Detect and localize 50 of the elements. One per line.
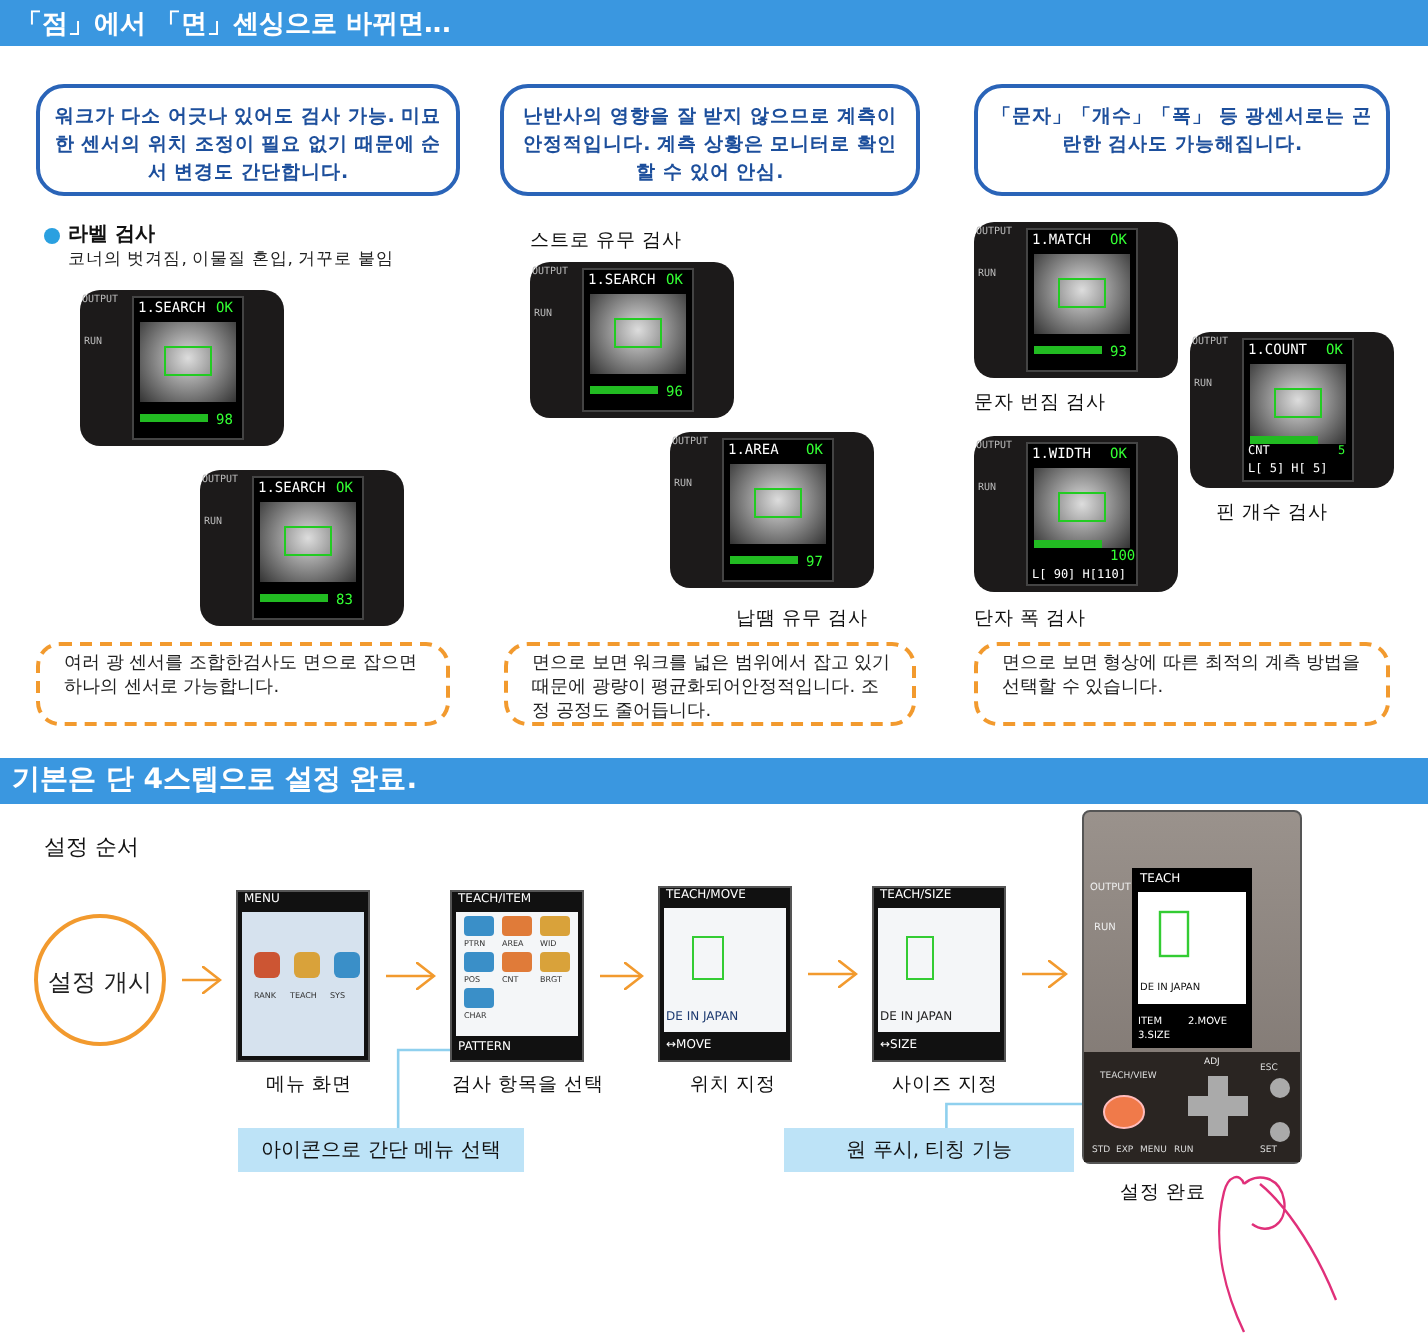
sensor-device	[974, 436, 1178, 592]
monitor-screen	[236, 890, 370, 1062]
node-label: 위치 지정	[690, 1072, 777, 1098]
sensor-device	[670, 432, 874, 588]
callout-box	[784, 1128, 1074, 1172]
sensor-device	[974, 222, 1178, 378]
bubble-text: 「문자」「개수」「폭」 등 광센서로는 곤란한 검사도 가능해집니다.	[990, 104, 1374, 160]
note-box	[504, 642, 916, 726]
note-box	[974, 642, 1390, 726]
monitor-screen	[450, 890, 584, 1062]
node-label: 설정 완료	[1120, 1180, 1207, 1206]
monitor-screen	[658, 886, 792, 1062]
speech-bubble	[500, 84, 920, 196]
heading: 「점」에서 「면」센싱으로 바뀌면‥.	[16, 8, 452, 42]
arrow	[182, 964, 222, 996]
circle-label: 설정 개시	[46, 966, 154, 1000]
node-label: 납땜 유무 검사	[736, 606, 869, 632]
description: 코너의 벗겨짐, 이물질 혼입, 거꾸로 붙임	[68, 248, 394, 272]
node-label: 사이즈 지정	[892, 1072, 999, 1098]
leader-line	[396, 1048, 450, 1128]
node-label: 문자 번짐 검사	[974, 390, 1107, 416]
sensor-device	[200, 470, 404, 626]
heading: 기본은 단 4스텝으로 설정 완료.	[12, 762, 418, 798]
bubble-text: 워크가 다소 어긋나 있어도 검사 가능. 미묘한 센서의 위치 조정이 필요 없기 때문에 순서 변경도 간단합니다.	[52, 104, 444, 187]
callout-box	[238, 1128, 524, 1172]
arrow	[1022, 958, 1068, 990]
speech-bubble	[36, 84, 460, 196]
note-text: 면으로 보면 워크를 넓은 범위에서 잡고 있기 때문에 광량이 평균화되어안정적입니다. 조정 공정도 줄어듭니다.	[532, 652, 892, 725]
node-label: 스트로 유무 검사	[530, 228, 683, 254]
node-label: 핀 개수 검사	[1216, 500, 1329, 526]
arrow	[808, 958, 858, 990]
section-label: 설정 순서	[44, 832, 139, 862]
monitor-screen	[872, 886, 1006, 1062]
callout-text: 원 푸시, 티칭 기능	[844, 1138, 1014, 1164]
node-label: 단자 폭 검사	[974, 606, 1087, 632]
leader-line	[945, 1102, 1082, 1128]
sensor-device	[80, 290, 284, 446]
node-label: 검사 항목을 선택	[452, 1072, 605, 1098]
sensor-device	[1190, 332, 1394, 488]
bubble-text: 난반사의 영향을 잘 받지 않으므로 계측이 안정적입니다. 계측 상황은 모니터로 확인할 수 있어 안심.	[521, 104, 899, 187]
note-box	[36, 642, 450, 726]
sensor-device	[530, 262, 734, 418]
section-label: 라벨 검사	[68, 222, 155, 248]
note-text: 면으로 보면 형상에 따른 최적의 계측 방법을 선택할 수 있습니다.	[1002, 652, 1363, 701]
callout-text: 아이콘으로 간단 메뉴 선택	[259, 1138, 503, 1164]
arrow	[386, 960, 436, 992]
node-label: 메뉴 화면	[266, 1072, 353, 1098]
arrow	[600, 960, 644, 992]
speech-bubble	[974, 84, 1390, 196]
note-text: 여러 광 센서를 조합한검사도 면으로 잡으면 하나의 센서로 가능합니다.	[64, 652, 419, 701]
